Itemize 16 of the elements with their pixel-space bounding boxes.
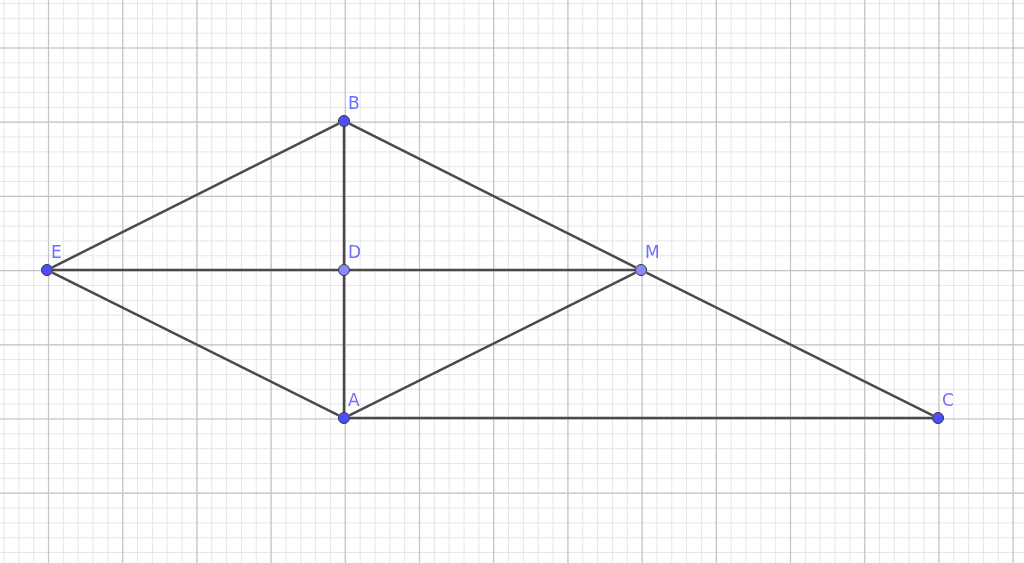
point-label: D [348,242,362,262]
point-label: M [645,242,660,262]
point-label: C [942,390,954,410]
line-segment [350,416,932,420]
point-label: E [51,242,62,262]
line-segment [645,271,934,417]
line-segment [348,122,637,269]
line-segment [342,127,346,264]
line-segment [342,276,346,412]
line-segment [350,268,635,272]
point-label: B [348,93,360,113]
line-segment [53,268,338,272]
line-segment [51,271,340,417]
point-label: A [348,390,360,410]
line-segment [348,271,637,417]
line-segment [51,122,340,269]
